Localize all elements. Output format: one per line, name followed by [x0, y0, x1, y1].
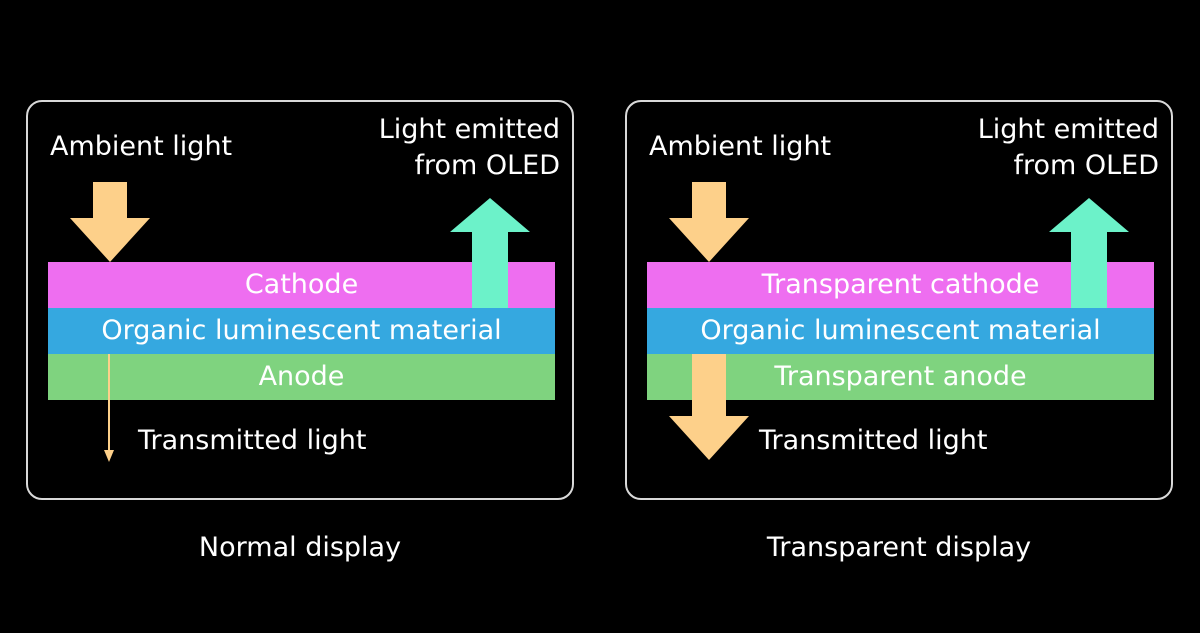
ambient-light-label: Ambient light — [649, 131, 832, 162]
anode-layer: Anode — [48, 354, 555, 400]
light-emitted-label: Light emitted from OLED — [977, 114, 1159, 181]
ambient-arrow-down-icon — [669, 182, 749, 262]
transparent-display-caption: Transparent display — [766, 532, 1032, 563]
transmitted-light-label: Transmitted light — [138, 425, 367, 456]
emitted-arrow-up-icon — [1049, 198, 1129, 308]
ambient-light-label: Ambient light — [50, 131, 233, 162]
organic-material-layer: Organic luminescent material — [647, 308, 1154, 354]
normal-display-caption: Normal display — [198, 532, 402, 563]
organic-material-layer: Organic luminescent material — [48, 308, 555, 354]
cathode-layer: Cathode — [48, 262, 555, 308]
transparent-anode-layer: Transparent anode — [647, 354, 1154, 400]
transmitted-thin-arrow-down-icon — [104, 354, 114, 462]
ambient-arrow-down-icon — [70, 182, 150, 262]
transmitted-light-label: Transmitted light — [759, 425, 988, 456]
transparent-display-panel: Ambient light Light emitted from OLED Tr… — [625, 100, 1173, 500]
normal-display-panel: Ambient light Light emitted from OLED Ca… — [26, 100, 574, 500]
transmitted-arrow-down-icon — [669, 354, 749, 460]
transparent-cathode-layer: Transparent cathode — [647, 262, 1154, 308]
light-emitted-label: Light emitted from OLED — [378, 114, 560, 181]
emitted-arrow-up-icon — [450, 198, 530, 308]
